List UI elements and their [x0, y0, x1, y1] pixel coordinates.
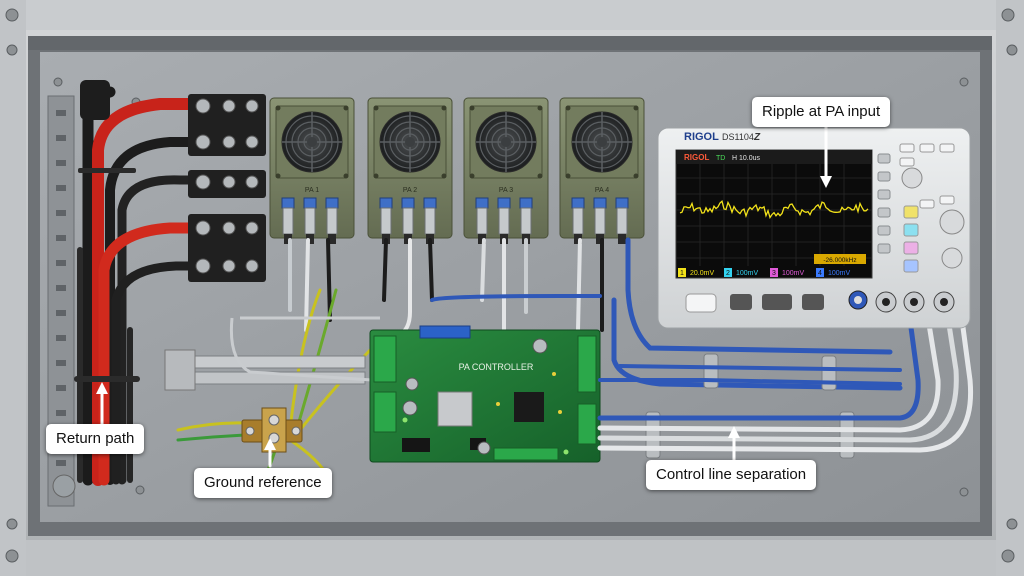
pa-module: PA 3: [463, 97, 549, 244]
channel-number: 4: [818, 270, 822, 277]
pa-controller-board: PA CONTROLLER: [369, 325, 601, 463]
screen-brand: RIGOL: [684, 153, 709, 162]
callout-pointers: [96, 120, 832, 468]
callout-control-line-separation: Control line separation: [646, 460, 817, 490]
pa-module: PA 1: [269, 97, 355, 244]
channel-scale: 20.0mV: [690, 270, 714, 277]
pa-module-label: PA 2: [403, 187, 417, 194]
callout-ripple: Ripple at PA input: [752, 97, 891, 127]
menu-softkeys: [877, 153, 891, 254]
channel-badge: [724, 268, 732, 277]
pa-module: PA 4: [559, 97, 645, 244]
channel-scale: 100mV: [782, 270, 805, 277]
channel-number: 2: [726, 270, 730, 277]
pa-module-label: PA 1: [305, 187, 319, 194]
trigger-readout: -26.000kHz: [823, 257, 856, 264]
channel-number: 3: [772, 270, 776, 277]
channel-scale: 100mV: [736, 270, 759, 277]
scope-brand: RIGOL: [684, 131, 719, 143]
scope-controls: [685, 143, 965, 313]
pa-module-label: PA 4: [595, 187, 609, 194]
ripple-waveform: [679, 199, 869, 220]
oscilloscope: RIGOL TD H 10.0us -26.000kHz 1 20.0mV 2 100…: [657, 127, 971, 329]
cable-gland: [52, 474, 76, 498]
pa-module-label: PA 3: [499, 187, 513, 194]
scope-model-suffix: Z: [753, 132, 761, 143]
pa-module: PA 2: [367, 97, 453, 244]
rail-slots: [56, 110, 66, 466]
board-label: PA CONTROLLER: [459, 362, 534, 372]
frame-top-rail: [0, 0, 1024, 30]
cable-tie: [78, 168, 136, 173]
frame-screws: [5, 8, 1018, 563]
channel-number: 1: [680, 270, 684, 277]
frame-left-rail: [0, 0, 26, 576]
power-terminal-blocks: [188, 94, 266, 282]
coax-cables: [288, 237, 903, 391]
timebase-readout: H 10.0us: [732, 155, 761, 162]
frame-bottom-rail: [0, 540, 1024, 576]
callout-ground-reference: Ground reference: [194, 468, 332, 498]
control-lines: [597, 315, 974, 453]
scope-grid: [676, 164, 872, 266]
pcb-module: [437, 391, 473, 427]
mounting-bracket: [164, 316, 380, 391]
bnc-inputs: [848, 290, 955, 313]
pa-modules: PA 1 PA 2 PA 3 PA 4: [269, 97, 645, 244]
scope-model: DS1104: [722, 132, 754, 142]
cable-tie: [74, 376, 140, 382]
channel-badge: [678, 268, 686, 277]
channel-badge: [770, 268, 778, 277]
channel-labels: 1 20.0mV 2 100mV 3 100mV 4 100mV: [678, 268, 851, 277]
callout-return-path: Return path: [46, 424, 145, 454]
frame-right-rail: [996, 0, 1024, 576]
ground-terminal-block: [241, 407, 303, 453]
channel-badge: [816, 268, 824, 277]
run-state: TD: [716, 155, 725, 162]
pcb-mcu: [514, 392, 544, 422]
cable-boot: [80, 80, 110, 120]
channel-scale: 100mV: [828, 270, 851, 277]
